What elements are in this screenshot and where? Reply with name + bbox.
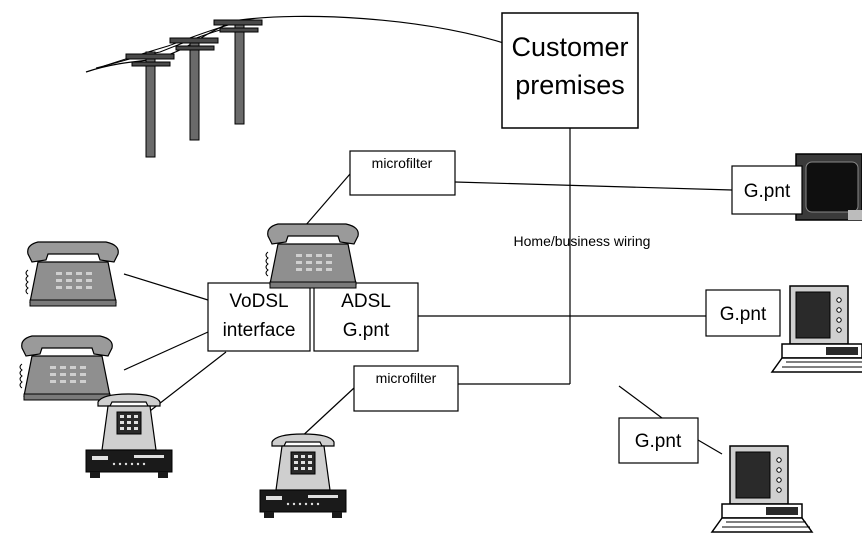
microfilter-top-box: microfilter — [349, 150, 456, 196]
gpnt-computer-bottom-box: G.pnt — [618, 417, 699, 464]
adsl-label-line2: G.pnt — [343, 320, 390, 341]
vodsl-interface-box: VoDSL interface — [207, 282, 311, 352]
adsl-gpnt-box: ADSL G.pnt — [313, 282, 419, 352]
computer-icon — [711, 445, 813, 533]
computer-icon — [771, 285, 862, 373]
gpnt-tv-label: G.pnt — [744, 181, 791, 202]
wiring-label: Home/business wiring — [514, 233, 651, 249]
gpnt-computer-top-box: G.pnt — [705, 289, 781, 337]
microfilter-bottom-label: microfilter — [376, 370, 437, 386]
customer-premises-label-line2: premises — [515, 70, 625, 100]
telephone-icon — [19, 335, 113, 401]
fax-machine-icon — [259, 433, 347, 519]
television-icon — [795, 153, 862, 221]
gpnt-tv-box: G.pnt — [731, 165, 803, 215]
fax-machine-icon — [85, 393, 173, 479]
telephone-icon — [265, 223, 359, 289]
microfilter-bottom-box: microfilter — [353, 365, 459, 412]
adsl-label-line1: ADSL — [341, 291, 391, 312]
microfilter-top-label: microfilter — [372, 155, 433, 171]
customer-premises-box: Customer premises — [501, 12, 639, 129]
utility-poles-icon — [85, 15, 511, 158]
gpnt-computer-bottom-label: G.pnt — [635, 431, 682, 452]
vodsl-label-line2: interface — [223, 320, 296, 341]
vodsl-label-line1: VoDSL — [229, 291, 288, 312]
telephone-icon — [25, 241, 119, 307]
customer-premises-label-line1: Customer — [511, 32, 628, 62]
connection-lines — [123, 128, 733, 455]
gpnt-computer-top-label: G.pnt — [720, 304, 767, 325]
